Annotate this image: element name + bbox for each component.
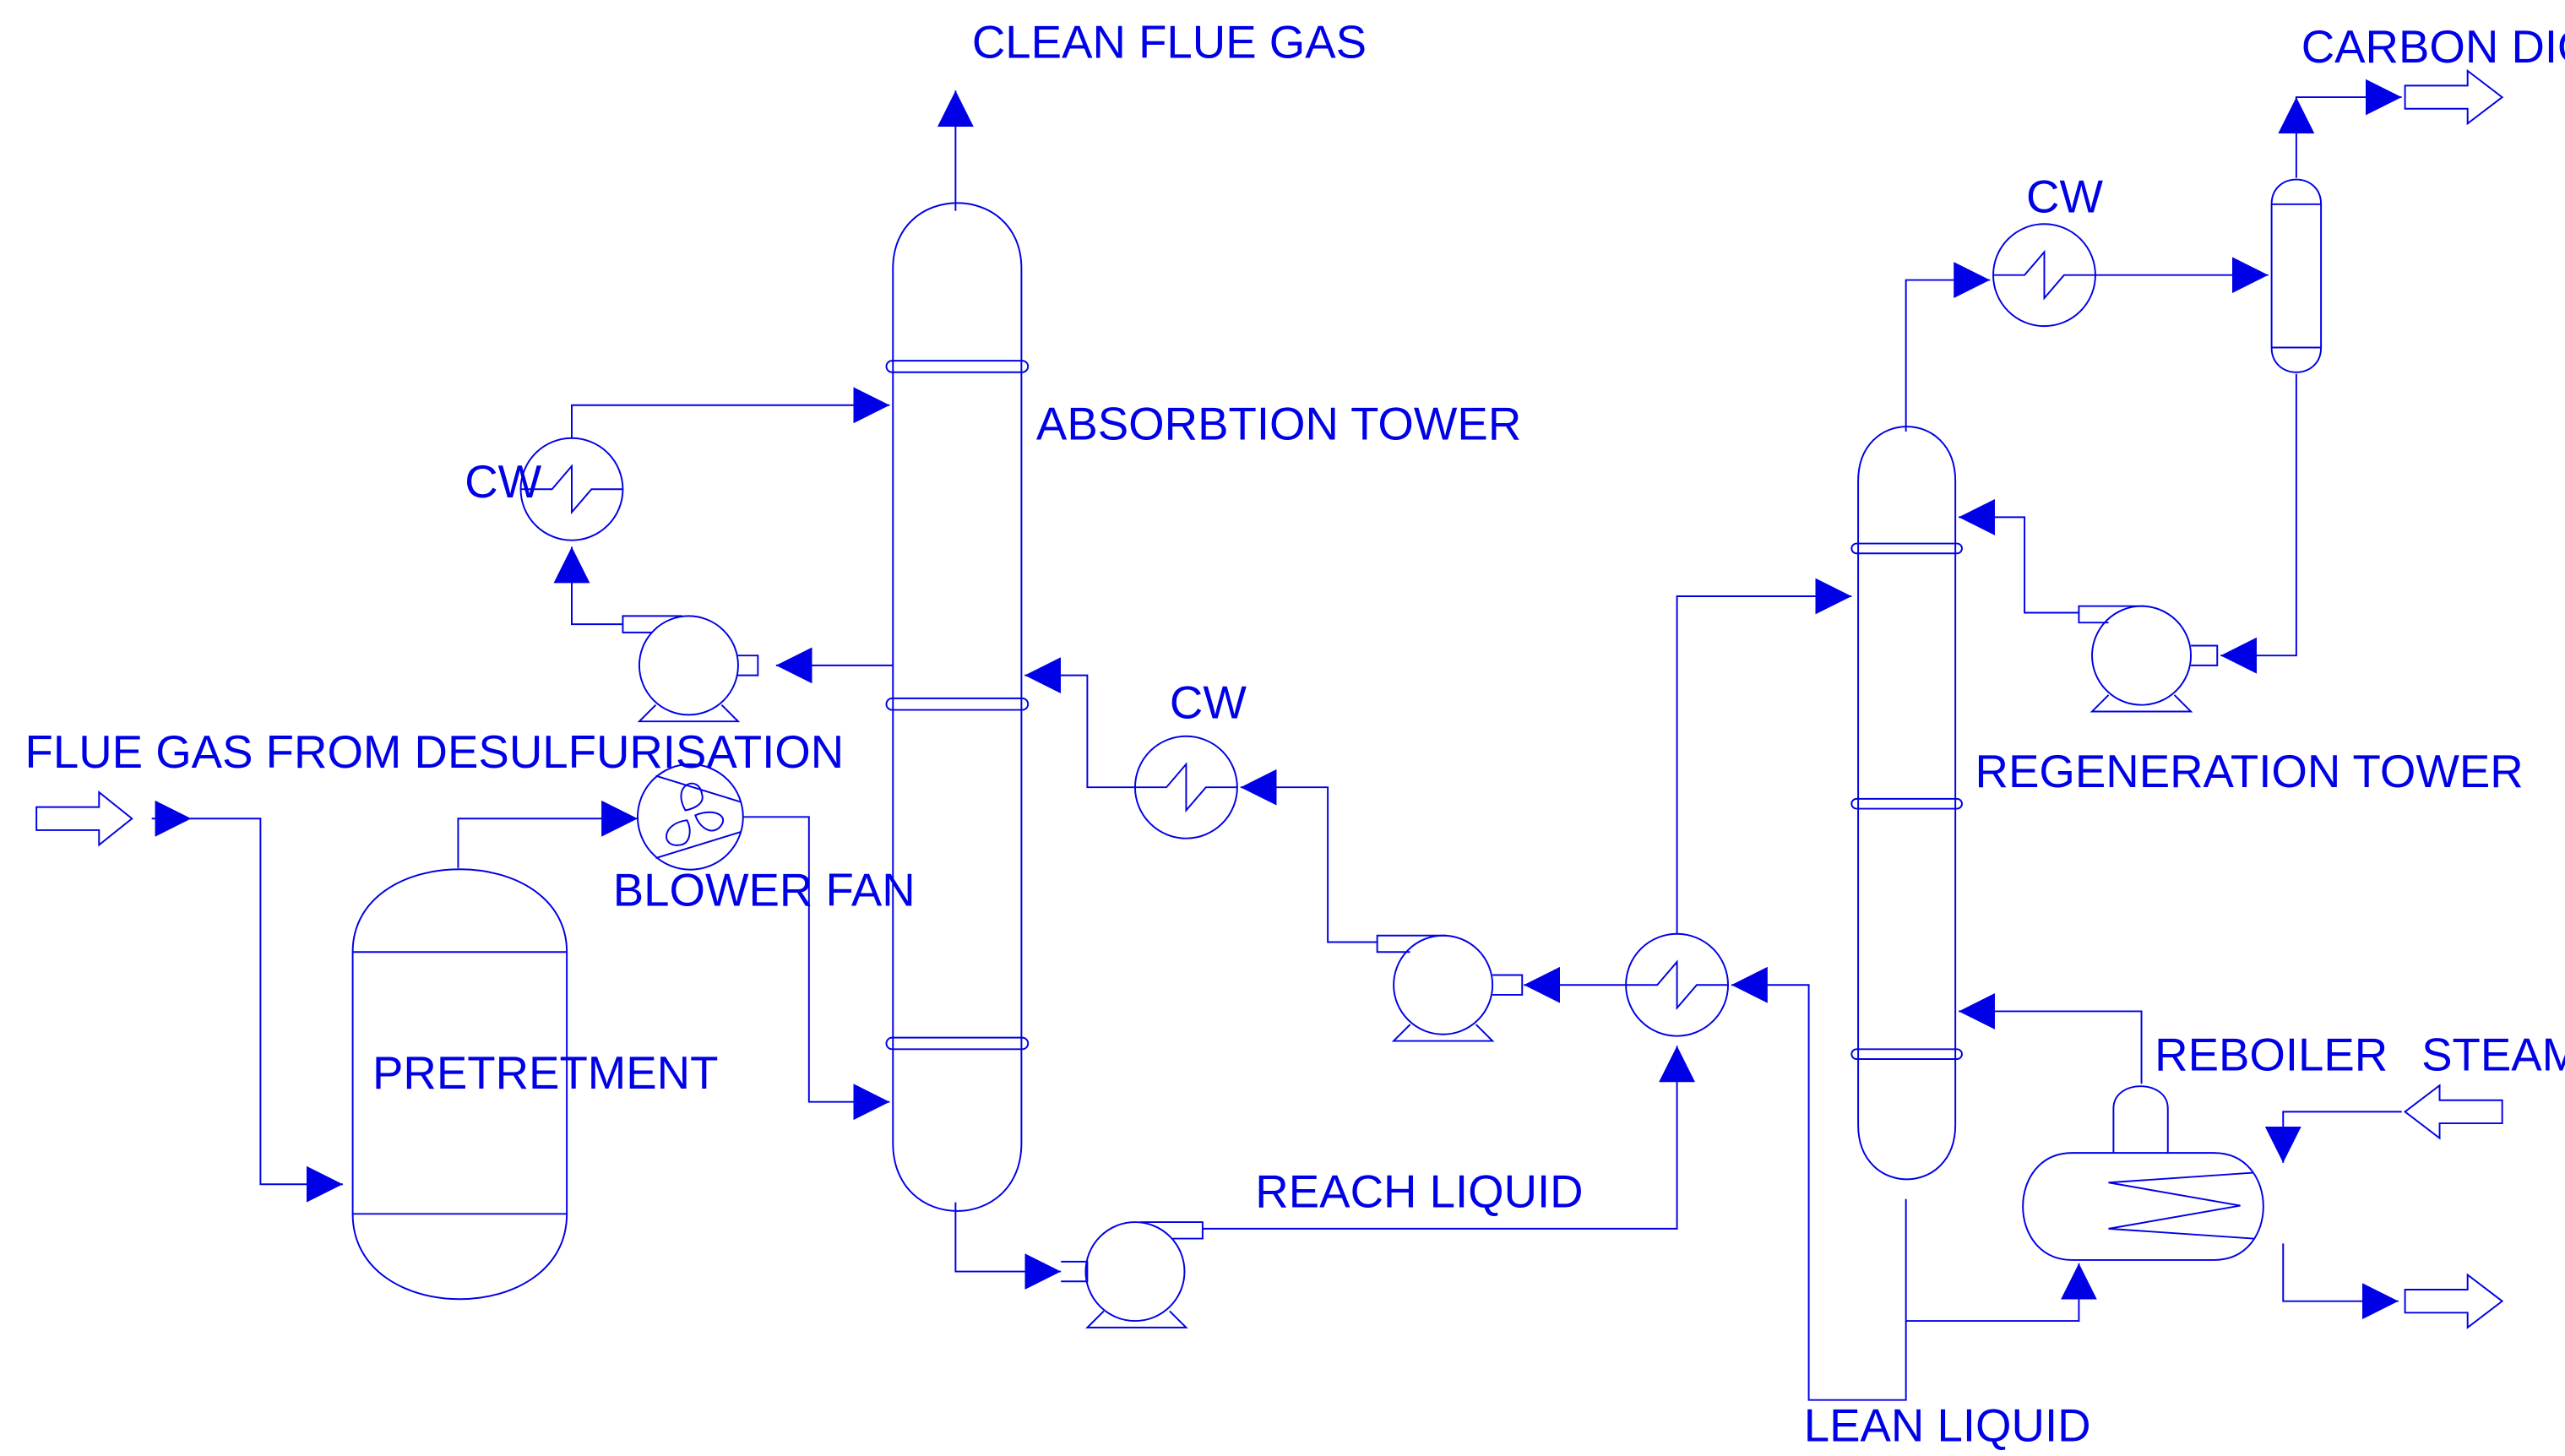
absorption-tower — [885, 202, 1030, 1212]
line-to-pretreatment — [191, 818, 343, 1203]
lean-liquid-label: LEAN LIQUID — [1804, 1399, 2091, 1451]
line-separator-to-co2 — [2295, 79, 2402, 178]
line-pump-mid-to-cw — [1240, 769, 1378, 943]
line-pump-to-cw-left — [553, 546, 623, 626]
carbon-dioxide-label: CARBON DIOXIDE — [2301, 21, 2565, 73]
condensate-outlet-arrow — [2404, 1273, 2504, 1329]
absorption-tower-label: ABSORBTION TOWER — [1036, 399, 1521, 450]
heat-exchanger-icon — [1133, 735, 1238, 839]
line-cw-mid-to-absorber — [1024, 657, 1135, 789]
blower-fan-label: BLOWER FAN — [613, 865, 916, 916]
pump-icon — [2078, 605, 2219, 713]
line-cw-left-to-absorber — [571, 387, 890, 438]
line-blower-to-absorber — [742, 816, 890, 1121]
line-reboiler-to-regenerator — [1959, 992, 2143, 1084]
line-hx-to-regenerator — [1676, 578, 1852, 934]
line-separator-to-reflux-pump — [2220, 373, 2297, 674]
line-reboiler-to-outlet — [2282, 1243, 2399, 1320]
pretreatment-label: PRETRETMENT — [372, 1047, 718, 1099]
pump-icon — [1376, 934, 1524, 1042]
line-pretreat-to-blower — [457, 800, 638, 868]
cw-label-top-left: CW — [465, 456, 541, 508]
reflux-separator — [2270, 178, 2323, 373]
line-regen-top-to-cw — [1905, 262, 1991, 432]
cw-label-mid: CW — [1170, 676, 1247, 728]
steam-inlet-arrow — [2403, 1084, 2503, 1140]
labels: CLEAN FLUE GAS CARBON DIOXIDE CW ABSORBT… — [25, 16, 2565, 1451]
blower-fan-icon — [637, 763, 744, 871]
rich-liquid-line — [1202, 1046, 1696, 1230]
regeneration-tower — [1850, 426, 1963, 1181]
heat-exchanger-icon — [1992, 223, 2096, 328]
pretreatment-vessel — [351, 868, 568, 1301]
line-steam-to-reboiler — [2264, 1111, 2402, 1163]
pump-icon — [1061, 1221, 1204, 1328]
pump-icon — [622, 615, 759, 723]
flue-gas-inlet-label: FLUE GAS FROM DESULFURISATION — [25, 726, 845, 778]
line-reflux-to-regenerator — [1959, 498, 2079, 614]
lean-liquid-line — [1731, 966, 1907, 1401]
line-regen-bottom-to-reboiler — [1905, 1198, 2097, 1323]
cw-label-top-right: CW — [2026, 171, 2103, 223]
line-absorber-bottom-to-pump — [954, 1202, 1062, 1290]
steam-label: STEAM — [2421, 1030, 2565, 1081]
clean-flue-gas-label: CLEAN FLUE GAS — [972, 16, 1367, 68]
reboiler-label: REBOILER — [2155, 1030, 2388, 1081]
heat-exchanger-icon — [1625, 932, 1730, 1037]
flue-gas-inlet-arrow — [35, 790, 133, 847]
reboiler — [2022, 1085, 2264, 1261]
carbon-dioxide-outlet-arrow — [2404, 68, 2504, 126]
reach-liquid-label: REACH LIQUID — [1255, 1166, 1583, 1218]
regeneration-tower-label: REGENERATION TOWER — [1975, 746, 2524, 797]
